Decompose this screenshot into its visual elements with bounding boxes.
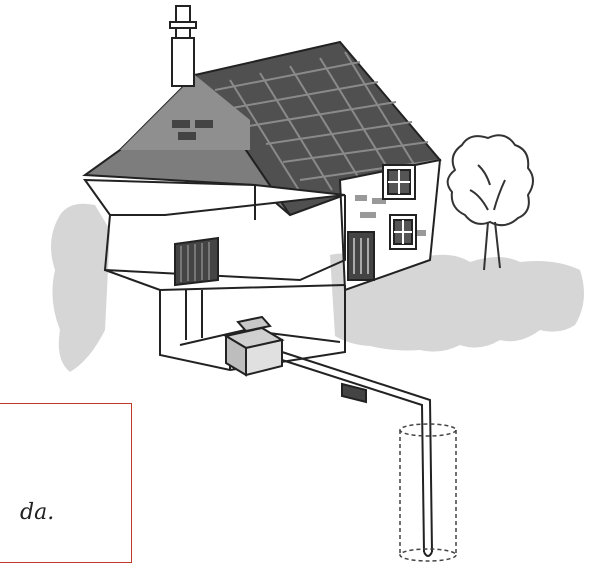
window-lower <box>390 215 416 249</box>
tree-icon <box>448 135 533 270</box>
caption-box <box>0 403 132 563</box>
radiator-icon <box>175 238 218 285</box>
caption-text: da. <box>20 500 54 525</box>
heat-pump-unit <box>226 317 282 375</box>
ground-loop-pipes <box>282 352 432 556</box>
chimney <box>170 6 196 86</box>
borehole-probe <box>400 424 456 561</box>
door <box>348 232 374 280</box>
ground-patches <box>51 204 584 372</box>
window-upper <box>383 165 415 199</box>
